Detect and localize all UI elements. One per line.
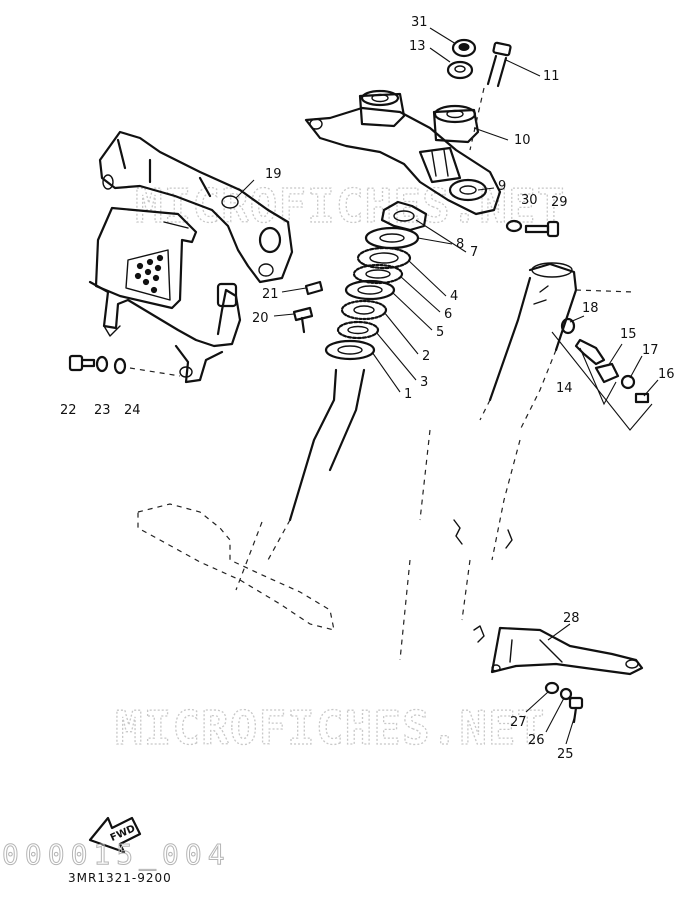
callout-5: 5 [436, 325, 444, 340]
callout-25: 25 [557, 747, 574, 762]
steering-stem-outline [137, 368, 431, 661]
callout-15: 15 [620, 327, 637, 342]
callout-11: 11 [543, 69, 560, 84]
upper-bracket [304, 89, 502, 216]
bolt-20 [292, 306, 314, 334]
ring-nut-7 [380, 200, 428, 232]
nut-24 [113, 357, 127, 375]
callout-labels: 31 13 11 10 9 30 29 19 7 8 4 6 5 2 3 1 2… [60, 15, 675, 762]
faint-footer-text: 000015_004 [2, 838, 231, 872]
callout-31: 31 [411, 15, 428, 30]
callout-7: 7 [470, 245, 478, 260]
callout-17: 17 [642, 343, 659, 358]
race-5 [344, 279, 396, 301]
washer-30 [505, 219, 523, 233]
cap-31 [451, 38, 477, 58]
bearing-2 [340, 299, 388, 321]
washer-27 [544, 681, 560, 695]
callout-3: 3 [420, 375, 428, 390]
race-1 [324, 339, 376, 361]
washer-23 [95, 355, 109, 373]
callout-29: 29 [551, 195, 568, 210]
lock-parts-14-18 [551, 317, 653, 431]
callout-23: 23 [94, 403, 111, 418]
lock-washer-4 [356, 246, 412, 270]
washer-26 [559, 687, 573, 701]
callout-27: 27 [510, 715, 527, 730]
headlight-stay-19 [88, 130, 294, 384]
callout-14: 14 [556, 381, 573, 396]
bracket-28 [490, 626, 644, 676]
seal-3 [336, 320, 380, 340]
bolt-29 [524, 220, 560, 238]
callout-26: 26 [528, 733, 545, 748]
watermark-bottom: MICROFICHES.NET [115, 701, 545, 755]
screw-21 [304, 280, 324, 296]
callout-21: 21 [262, 287, 279, 302]
leader-dash-24 [129, 367, 181, 377]
callout-8: 8 [456, 237, 464, 252]
bolt-25 [568, 696, 584, 724]
callout-6: 6 [444, 307, 452, 322]
callout-1: 1 [404, 387, 412, 402]
callout-28: 28 [563, 611, 580, 626]
callout-4: 4 [450, 289, 458, 304]
callout-22: 22 [60, 403, 77, 418]
leader-dash-11 [469, 87, 485, 151]
callout-10: 10 [514, 133, 531, 148]
callout-2: 2 [422, 349, 430, 364]
diagram-code: 3MR1321-9200 [68, 871, 172, 885]
callout-13: 13 [409, 39, 426, 54]
callout-30: 30 [521, 193, 538, 208]
callout-18: 18 [582, 301, 599, 316]
callout-19: 19 [265, 167, 282, 182]
damper-13 [446, 60, 474, 80]
frame-head-tube [453, 262, 635, 643]
bolt-22 [68, 354, 96, 372]
callout-24: 24 [124, 403, 141, 418]
bearing-6 [352, 263, 404, 285]
bolt-11 [486, 41, 512, 88]
callout-20: 20 [252, 311, 269, 326]
callout-16: 16 [658, 367, 675, 382]
callout-9: 9 [498, 179, 506, 194]
leader-lines [235, 27, 659, 745]
